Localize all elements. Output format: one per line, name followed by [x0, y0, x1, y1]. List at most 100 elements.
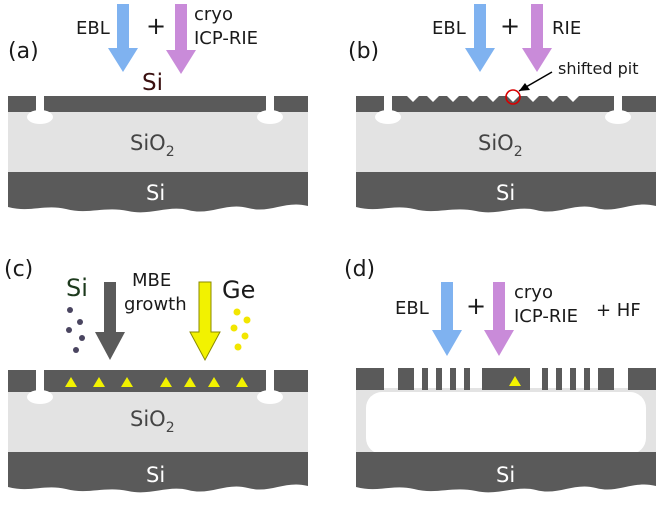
- panel-d: (d) EBL + cryo ICP-RIE + HF Si: [344, 257, 656, 493]
- panel-c-si-substrate: [8, 452, 308, 493]
- panel-d-anchor-right: [628, 368, 656, 390]
- panel-b-hole-left: [384, 96, 392, 114]
- ge-quantum-dot: [121, 377, 133, 387]
- panel-a-undercut-left: [27, 110, 53, 124]
- panel-a-hole-right: [266, 96, 274, 114]
- panel-d-si-substrate-label: Si: [496, 463, 515, 487]
- panel-d-icprie-label: ICP-RIE: [514, 306, 578, 327]
- shifted-pit-marker: [505, 89, 521, 105]
- panel-d-grating-bar: [450, 368, 456, 390]
- panel-a-icprie-label: ICP-RIE: [194, 28, 258, 49]
- panel-c-undercut-right: [257, 390, 283, 404]
- panel-a-sio2-layer: [8, 110, 308, 176]
- panel-c-undercut-left: [27, 390, 53, 404]
- ge-flux-arrow: [189, 281, 221, 362]
- ge-quantum-dot: [236, 377, 248, 387]
- panel-b-sio2-layer: [356, 110, 656, 176]
- ge-atom: [243, 316, 251, 324]
- panel-a-cryo-label: cryo: [194, 4, 233, 25]
- panel-a-rie-arrow: [166, 4, 196, 74]
- si-atom: [79, 335, 85, 341]
- panel-a-sio2-label: SiO2: [130, 131, 175, 160]
- panel-a-ebl-arrow: [108, 4, 138, 72]
- panel-d-plus: +: [466, 292, 486, 320]
- panel-b-sio2-label: SiO2: [478, 131, 523, 160]
- pit: [487, 96, 499, 102]
- pit: [507, 96, 519, 102]
- panel-b-ebl-arrow: [465, 4, 495, 72]
- panel-d-grating-bar: [542, 368, 548, 390]
- ge-quantum-dot: [184, 377, 196, 387]
- panel-b-undercut-left: [375, 110, 401, 124]
- panel-a-undercut-right: [257, 110, 283, 124]
- panel-c-hole-right: [266, 370, 274, 394]
- si-atom: [66, 327, 72, 333]
- panel-d-cryo-label: cryo: [514, 282, 553, 303]
- panel-b-ebl-label: EBL: [432, 18, 466, 39]
- panel-a-ebl-label: EBL: [76, 18, 110, 39]
- panel-d-ebl-arrow: [432, 282, 462, 356]
- ge-atom: [234, 343, 242, 351]
- pit: [447, 96, 459, 102]
- panel-a-si-substrate-label: Si: [146, 181, 165, 205]
- panel-d-rie-arrow: [484, 282, 514, 356]
- pit: [567, 96, 579, 102]
- panel-b-rie-arrow: [522, 4, 552, 72]
- panel-a-si-substrate: [8, 172, 308, 213]
- pit: [427, 96, 439, 102]
- shifted-pit-pointer-head: [519, 83, 530, 91]
- ge-atom: [233, 308, 241, 316]
- shifted-pit-label: shifted pit: [558, 59, 639, 78]
- panel-c-hole-left: [36, 370, 44, 394]
- panel-a-letter: (a): [8, 39, 39, 64]
- panel-b-si-substrate: [356, 172, 656, 213]
- panel-d-grating-bar: [570, 368, 576, 390]
- panel-b-plus: +: [500, 12, 520, 40]
- panel-d-hf-label: + HF: [596, 300, 641, 321]
- panel-c-ge-source-label: Ge: [222, 276, 255, 304]
- panel-d-ebl-label: EBL: [395, 298, 429, 319]
- panel-d-grating-bar: [584, 368, 590, 390]
- panel-c-ge-atoms: [230, 308, 251, 351]
- panel-d-beam-segment: [398, 368, 414, 390]
- ge-atom: [230, 324, 238, 332]
- ge-quantum-dot: [93, 377, 105, 387]
- mbe-growth-arrow: [95, 282, 125, 360]
- panel-a-hole-left: [36, 96, 44, 114]
- si-atom: [77, 319, 83, 325]
- panel-b-rie-label: RIE: [552, 18, 581, 39]
- panel-b-hole-right: [614, 96, 622, 114]
- ge-quantum-dot: [160, 377, 172, 387]
- panel-b-pits: [407, 96, 579, 102]
- panel-a-plus: +: [146, 12, 166, 40]
- panel-d-grating-bar: [422, 368, 428, 390]
- panel-c: (c): [4, 257, 308, 493]
- panel-c-ge-dots-layer: [65, 377, 248, 387]
- panel-c-si-substrate-label: Si: [146, 463, 165, 487]
- panel-d-si-substrate: [356, 452, 656, 493]
- si-atom: [73, 347, 79, 353]
- panel-c-si-source-label: Si: [66, 274, 88, 302]
- panel-d-beam-segment: [598, 368, 614, 390]
- panel-c-letter: (c): [4, 257, 33, 282]
- panel-a: (a) EBL + cryo ICP-RIE Si SiO2 Si: [8, 4, 308, 213]
- panel-a-si-label: Si: [142, 70, 163, 96]
- panel-d-grating-bar: [436, 368, 442, 390]
- panel-c-sio2-label: SiO2: [130, 407, 175, 436]
- pit: [527, 96, 539, 102]
- panel-c-mbe-label: MBE: [132, 270, 171, 291]
- panel-a-si-top-layer: [8, 96, 308, 112]
- ge-quantum-dot: [208, 377, 220, 387]
- panel-c-si-atoms: [66, 307, 85, 353]
- pit: [407, 96, 419, 102]
- panel-b-si-substrate-label: Si: [496, 181, 515, 205]
- si-atom: [67, 307, 73, 313]
- panel-d-cavity-center: [482, 368, 530, 390]
- panel-d-released-cavity: [366, 392, 646, 454]
- ge-quantum-dot: [65, 377, 77, 387]
- panel-d-grating-bar: [556, 368, 562, 390]
- panel-d-grating-bar: [464, 368, 470, 390]
- ge-atom: [241, 332, 249, 340]
- pit: [467, 96, 479, 102]
